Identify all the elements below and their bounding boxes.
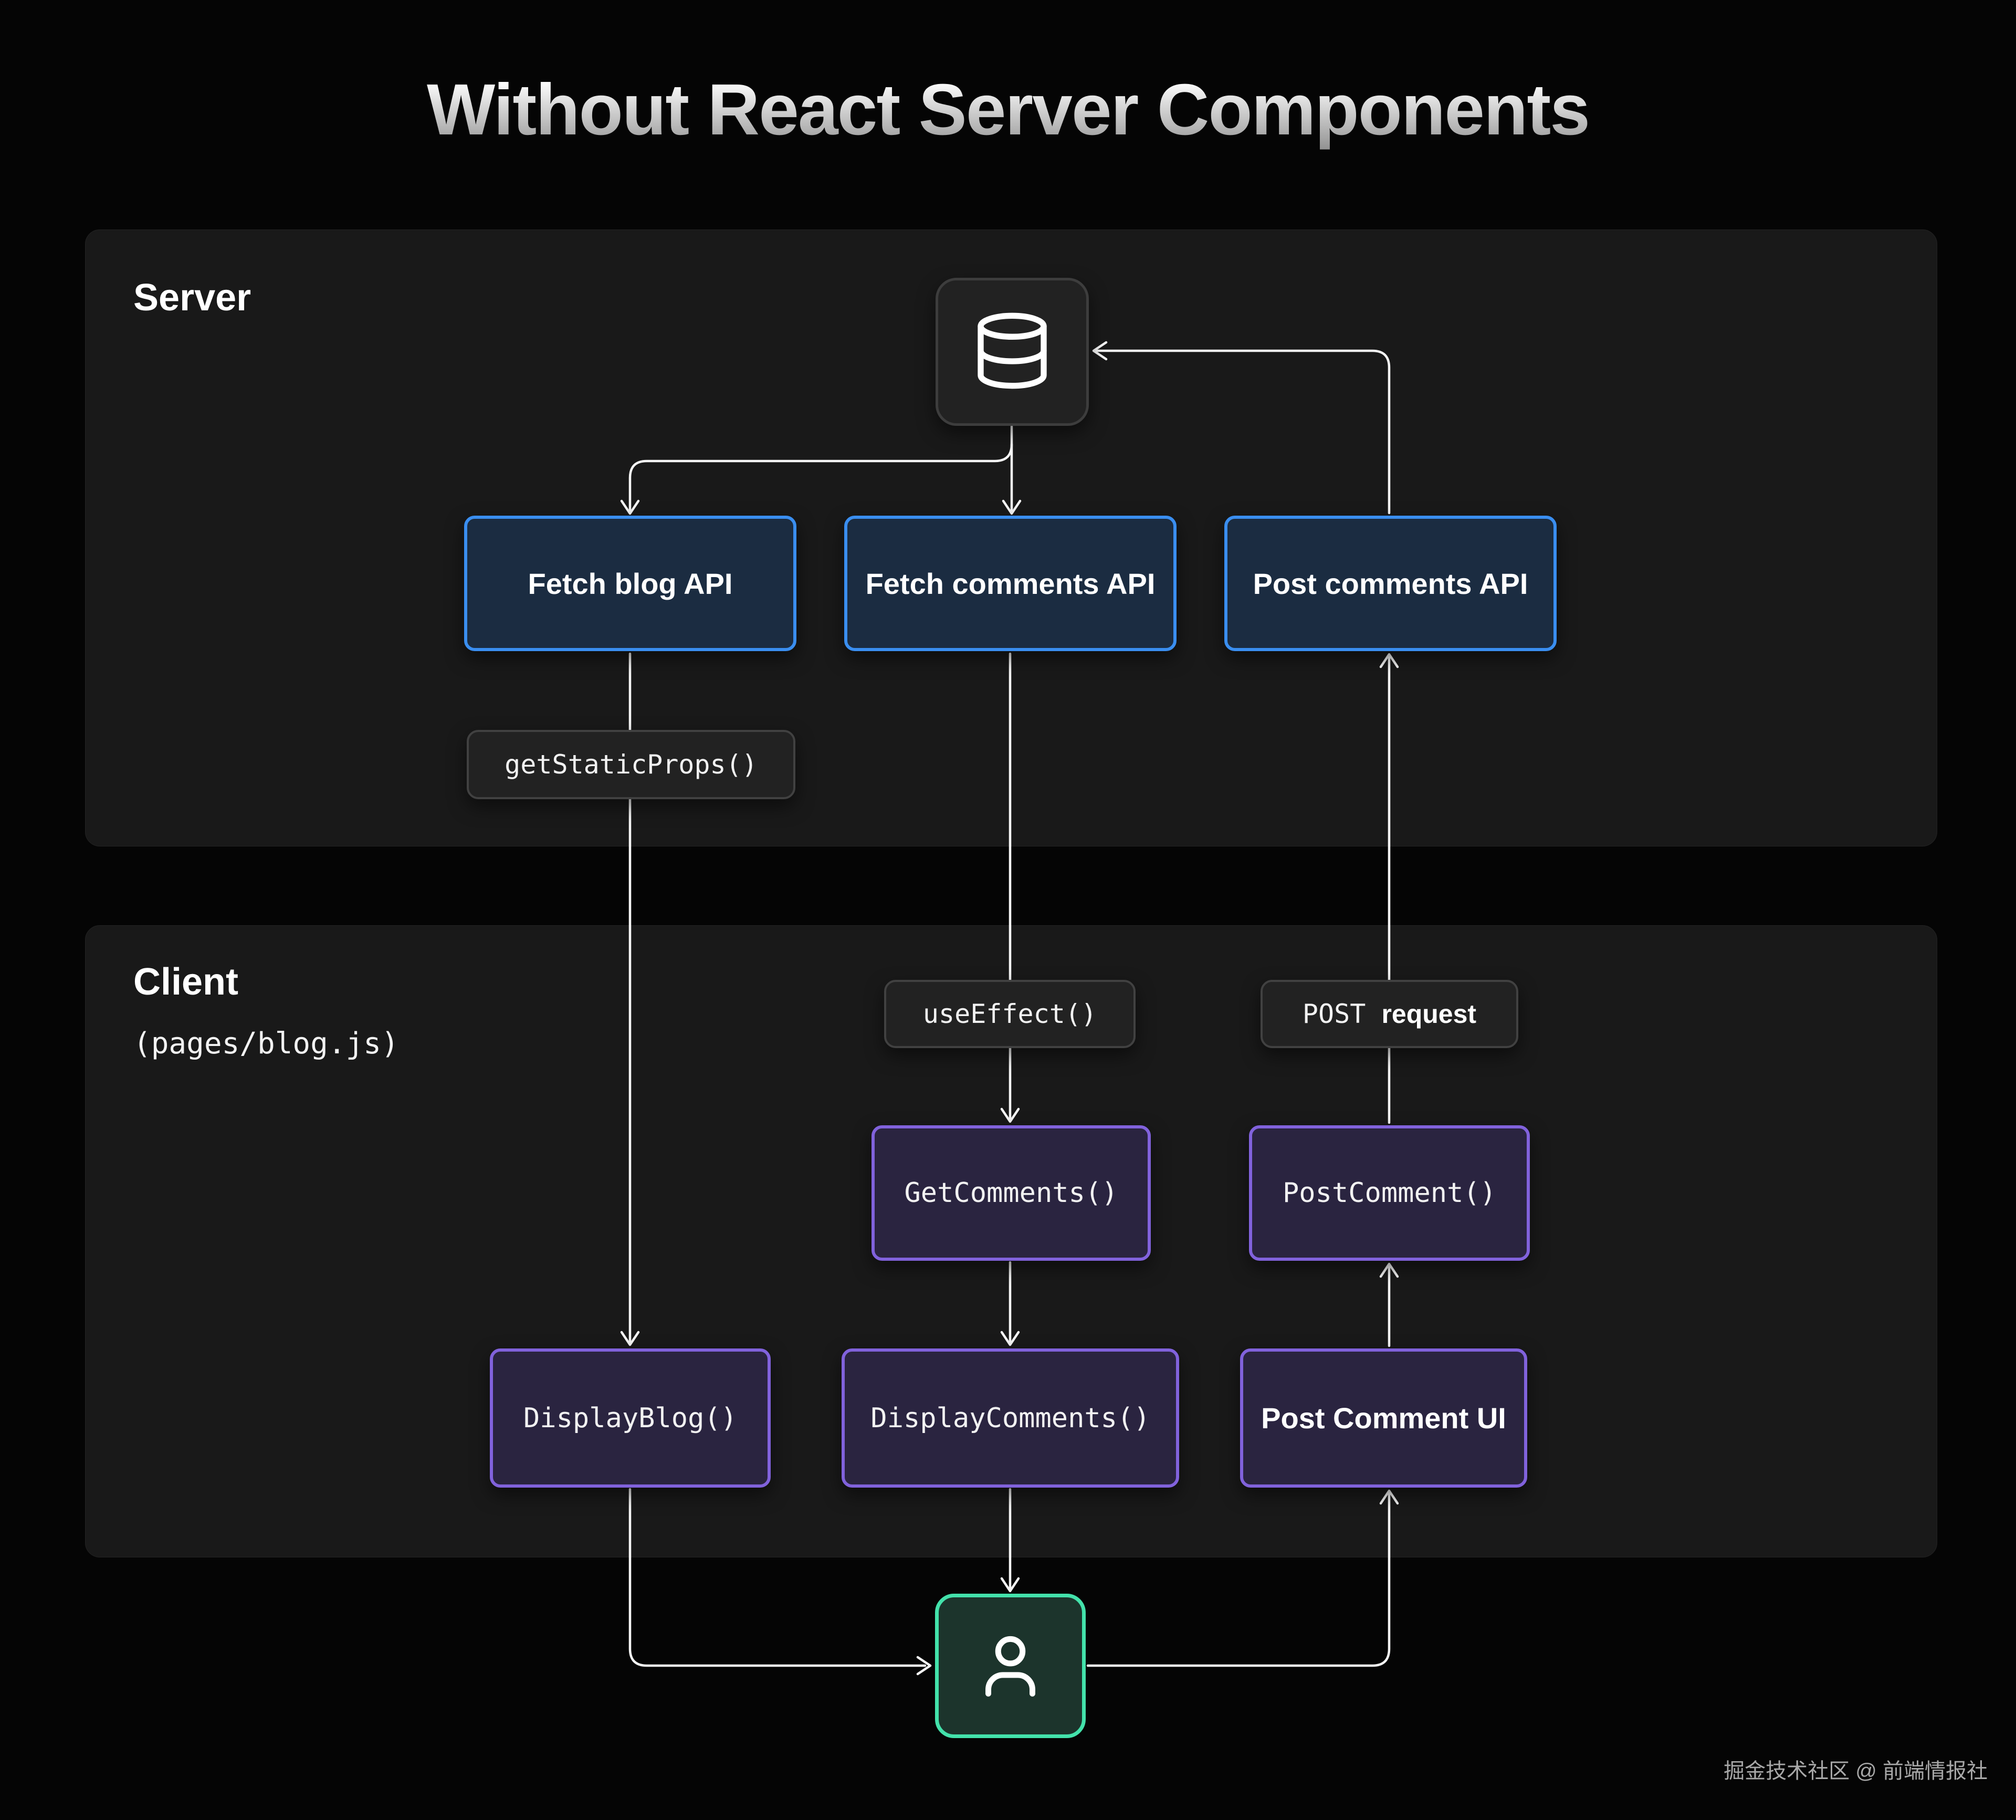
post-comments-api-label: Post comments API — [1253, 567, 1528, 600]
fetch-blog-api-node: Fetch blog API — [464, 516, 796, 651]
fetch-comments-api-label: Fetch comments API — [865, 567, 1156, 600]
client-panel-label: Client — [133, 961, 239, 1003]
post-request-label: POST request — [1302, 999, 1477, 1029]
post-comment-ui-label: Post Comment UI — [1261, 1401, 1506, 1435]
get-comments-node: GetComments() — [872, 1125, 1151, 1261]
arrow-user-to-postcommentui — [1086, 1492, 1391, 1667]
page-title: Without React Server Components — [0, 68, 2016, 152]
get-static-props-pill: getStaticProps() — [467, 730, 795, 799]
server-panel-label: Server — [133, 277, 251, 319]
display-blog-node: DisplayBlog() — [490, 1348, 771, 1488]
display-blog-label: DisplayBlog() — [523, 1402, 737, 1434]
arrow-displayblog-to-user — [628, 1488, 927, 1667]
arrow-postcommentsapi-to-db — [1095, 349, 1391, 515]
client-panel-sublabel: (pages/blog.js) — [133, 1027, 399, 1061]
fetch-blog-api-label: Fetch blog API — [528, 567, 733, 600]
use-effect-label: useEffect() — [922, 999, 1097, 1029]
database-node — [936, 278, 1089, 426]
fetch-comments-api-node: Fetch comments API — [844, 516, 1177, 651]
post-request-pill: POST request — [1261, 980, 1518, 1048]
use-effect-pill: useEffect() — [884, 980, 1136, 1048]
user-node — [935, 1594, 1086, 1738]
watermark-text: 掘金技术社区 @ 前端情报社 — [1724, 1760, 1988, 1783]
post-comment-label: PostComment() — [1283, 1177, 1496, 1209]
display-comments-label: DisplayComments() — [870, 1402, 1150, 1434]
post-comment-ui-node: Post Comment UI — [1240, 1348, 1527, 1488]
arrow-db-to-fetch-blog — [628, 443, 1013, 513]
get-comments-label: GetComments() — [904, 1177, 1118, 1209]
display-comments-node: DisplayComments() — [842, 1348, 1179, 1488]
server-panel: Server Fetch blog API Fetch comments API… — [85, 229, 1937, 846]
database-icon — [970, 309, 1054, 395]
post-comments-api-node: Post comments API — [1224, 516, 1557, 651]
post-comment-node: PostComment() — [1249, 1125, 1530, 1261]
client-panel: Client (pages/blog.js) useEffect() POST … — [85, 925, 1937, 1557]
get-static-props-label: getStaticProps() — [505, 749, 758, 780]
user-icon — [970, 1624, 1051, 1708]
